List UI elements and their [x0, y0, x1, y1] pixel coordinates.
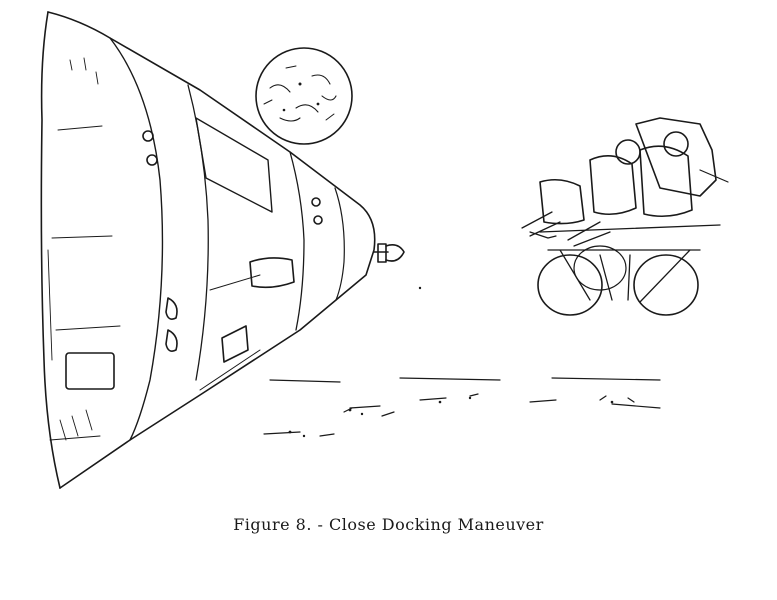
lunar-flying-vehicle	[521, 117, 729, 316]
lunar-surface-speckles	[282, 82, 614, 438]
moon-sphere	[255, 47, 353, 145]
lunar-horizon	[263, 377, 661, 437]
figure-caption: Figure 8. - Close Docking Maneuver	[233, 515, 544, 534]
command-module	[40, 11, 405, 489]
docking-illustration	[40, 11, 729, 489]
